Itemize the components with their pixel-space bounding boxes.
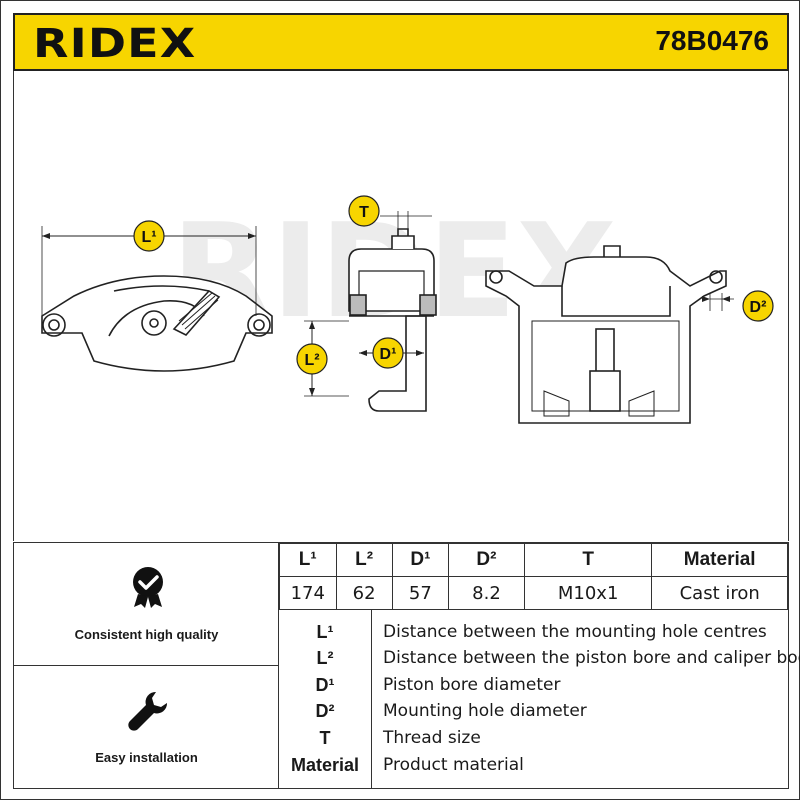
- feature-quality-label: Consistent high quality: [74, 627, 219, 642]
- technical-drawing: RIDEX L¹: [13, 71, 789, 541]
- d1-label-badge: [372, 337, 404, 369]
- legend-desc: Mounting hole diameter: [383, 701, 587, 721]
- legend-row: D¹ Piston bore diameter: [279, 672, 789, 698]
- brand-logo: RIDEX: [33, 21, 197, 67]
- t-label: T: [359, 204, 369, 221]
- t-label-badge: [348, 195, 380, 227]
- spec-header-t: T: [523, 543, 653, 577]
- quality-check-icon: [133, 567, 163, 608]
- d2-dimension: D²: [702, 290, 774, 322]
- wrench-icon: [128, 691, 168, 731]
- info-section: Consistent high quality Easy installatio…: [13, 542, 800, 789]
- legend-divider: [371, 609, 372, 789]
- l2-label: L²: [304, 352, 319, 369]
- spec-value-l1: 174: [279, 576, 337, 610]
- d2-label: D²: [750, 299, 767, 316]
- legend-desc: Distance between the piston bore and cal…: [383, 648, 800, 668]
- d1-dimension: D¹: [359, 337, 424, 369]
- l1-label: L¹: [141, 229, 156, 246]
- l2-dimension: L²: [296, 320, 349, 397]
- caliper-drawing-svg: RIDEX L¹: [41, 195, 774, 424]
- legend-key: Material: [290, 755, 360, 775]
- legend-desc: Piston bore diameter: [383, 675, 561, 695]
- feature-installation-label: Easy installation: [95, 750, 198, 765]
- header-bar: RIDEX 78B0476: [13, 13, 789, 71]
- legend-desc: Distance between the mounting hole centr…: [383, 622, 767, 642]
- legend-row: L² Distance between the piston bore and …: [279, 645, 800, 671]
- spec-value-material: Cast iron: [651, 576, 788, 610]
- legend-row: Material Product material: [279, 752, 789, 778]
- spec-value-l2: 62: [335, 576, 393, 610]
- spec-value-row: 174 62 57 8.2 M10x1 Cast iron: [279, 576, 788, 610]
- feature-quality: Consistent high quality: [14, 543, 279, 666]
- l1-label-badge: [133, 220, 165, 252]
- caliper-front-view: [41, 275, 273, 372]
- d2-label-badge: [742, 290, 774, 322]
- legend-key: L²: [316, 648, 334, 668]
- spec-header-d2: D²: [448, 543, 525, 577]
- legend-row: D² Mounting hole diameter: [279, 698, 789, 724]
- l1-dimension: L¹: [41, 220, 257, 316]
- spec-header-l1: L¹: [279, 543, 337, 577]
- legend-key: T: [319, 728, 331, 748]
- d1-label: D¹: [380, 346, 397, 363]
- legend-desc: Thread size: [383, 728, 481, 748]
- caliper-side-view: [485, 245, 727, 424]
- caliper-section-view: [348, 228, 437, 412]
- spec-value-t: M10x1: [523, 576, 653, 610]
- legend-row: T Thread size: [279, 725, 789, 751]
- part-number: 78B0476: [655, 25, 769, 56]
- spec-table: L¹ L² D¹ D² T Material 174 62 57 8.2 M10…: [279, 543, 788, 610]
- dimension-legend: L¹ Distance between the mounting hole ce…: [279, 609, 800, 789]
- t-dimension: T: [348, 195, 432, 231]
- legend-key: D²: [315, 701, 335, 721]
- spec-header-d1: D¹: [391, 543, 450, 577]
- legend-key: L¹: [316, 622, 334, 642]
- feature-installation: Easy installation: [14, 666, 279, 788]
- legend-row: L¹ Distance between the mounting hole ce…: [279, 619, 789, 645]
- spec-header-material: Material: [651, 543, 788, 577]
- l2-label-badge: [296, 343, 328, 375]
- spec-header-row: L¹ L² D¹ D² T Material: [279, 543, 788, 577]
- spec-value-d1: 57: [391, 576, 450, 610]
- legend-key: D¹: [315, 675, 335, 695]
- spec-value-d2: 8.2: [448, 576, 525, 610]
- legend-desc: Product material: [383, 755, 524, 775]
- spec-header-l2: L²: [335, 543, 393, 577]
